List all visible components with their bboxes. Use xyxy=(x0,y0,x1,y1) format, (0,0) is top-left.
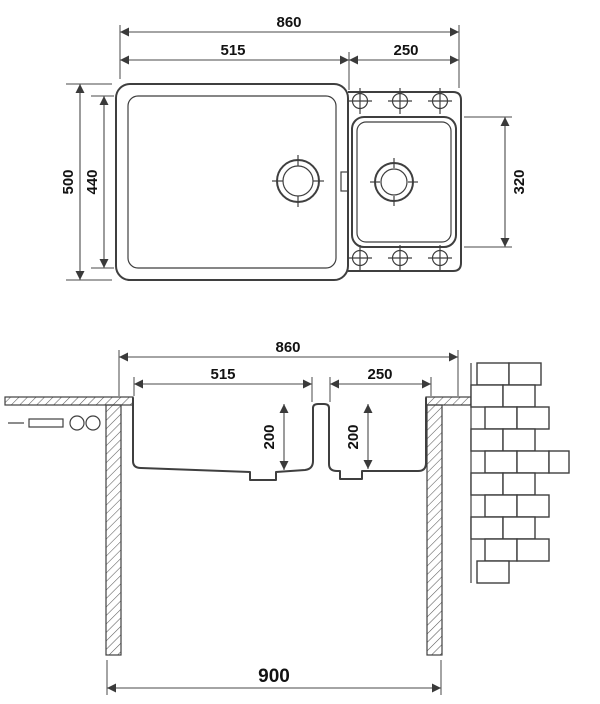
brick xyxy=(484,538,518,562)
brick xyxy=(470,384,504,408)
dim-left-bowl-depth: 200 xyxy=(261,404,289,470)
main-drain xyxy=(272,155,324,207)
dim-label-top-wing-width: 250 xyxy=(393,42,418,59)
cabinet-left-wall xyxy=(105,404,122,656)
brick xyxy=(516,450,550,474)
brick xyxy=(470,516,504,540)
dim-label-inner-depth: 440 xyxy=(84,169,101,194)
countertop-left-slab xyxy=(4,396,134,406)
brick xyxy=(502,472,536,496)
faucet-holes-top-row xyxy=(348,88,452,114)
dim-label-section-right-bowl-width: 250 xyxy=(367,366,392,383)
brick xyxy=(484,450,518,474)
countertop-right-slab xyxy=(425,396,472,406)
brick xyxy=(502,428,536,452)
dim-section-right-bowl-width: 250 xyxy=(329,366,432,402)
dim-cabinet-width: 900 xyxy=(106,660,442,695)
brick xyxy=(516,494,550,518)
dim-section-overall-width: 860 xyxy=(118,339,459,396)
sink-plan-outline xyxy=(115,83,462,281)
dim-label-overall-depth: 500 xyxy=(60,169,77,194)
small-bowl-outer-rim xyxy=(351,116,457,248)
faucet-controls-schematic xyxy=(8,415,101,431)
dim-section-left-bowl-width: 515 xyxy=(133,366,313,402)
brick xyxy=(470,472,504,496)
dim-label-right-bowl-depth: 200 xyxy=(345,424,362,449)
dim-top-overall-width: 860 xyxy=(119,14,460,88)
faucet-holes-bottom-row xyxy=(348,245,452,271)
main-drain-inner-circle xyxy=(282,165,314,197)
control-knob xyxy=(69,415,85,431)
countertop xyxy=(4,396,472,406)
dim-label-cabinet-width: 900 xyxy=(258,666,290,687)
overflow-slot xyxy=(340,171,349,192)
main-basin-inner-rim xyxy=(127,95,337,269)
control-lever xyxy=(28,418,64,428)
dim-label-top-main-width: 515 xyxy=(220,42,245,59)
base-cabinet xyxy=(105,404,443,656)
control-knob xyxy=(85,415,101,431)
dim-right-bowl-depth: 200 xyxy=(345,404,373,469)
wing-outline xyxy=(348,91,462,272)
dim-top-wing-bowl-depth: 320 xyxy=(464,116,528,248)
brick xyxy=(508,362,542,386)
brick xyxy=(476,560,510,584)
dim-top-inner-depth: 440 xyxy=(84,95,114,269)
brick xyxy=(502,384,536,408)
dim-label-section-overall-width: 860 xyxy=(275,339,300,356)
brick xyxy=(484,406,518,430)
section-view: 860 515 250 200 xyxy=(4,339,570,695)
top-view: 860 515 250 xyxy=(60,14,528,281)
dim-top-main-width: 515 xyxy=(120,42,350,90)
dim-label-left-bowl-depth: 200 xyxy=(261,424,278,449)
brick xyxy=(476,362,510,386)
brick xyxy=(484,494,518,518)
small-bowl-inner-rim xyxy=(356,121,452,243)
brick-wall xyxy=(470,362,570,584)
brick xyxy=(548,450,570,474)
dim-top-overall-depth: 500 xyxy=(60,83,112,281)
small-drain-inner-circle xyxy=(380,168,408,196)
small-bowl-drain xyxy=(370,158,418,206)
brick xyxy=(470,428,504,452)
brick xyxy=(516,538,550,562)
brick xyxy=(516,406,550,430)
sink-section-profile xyxy=(132,397,427,481)
dim-top-wing-width: 250 xyxy=(349,42,459,65)
brick xyxy=(502,516,536,540)
dim-label-section-left-bowl-width: 515 xyxy=(210,366,235,383)
cabinet-right-wall xyxy=(426,404,443,656)
dim-label-wing-bowl-depth: 320 xyxy=(511,169,528,194)
dim-label-top-overall-width: 860 xyxy=(276,14,301,31)
